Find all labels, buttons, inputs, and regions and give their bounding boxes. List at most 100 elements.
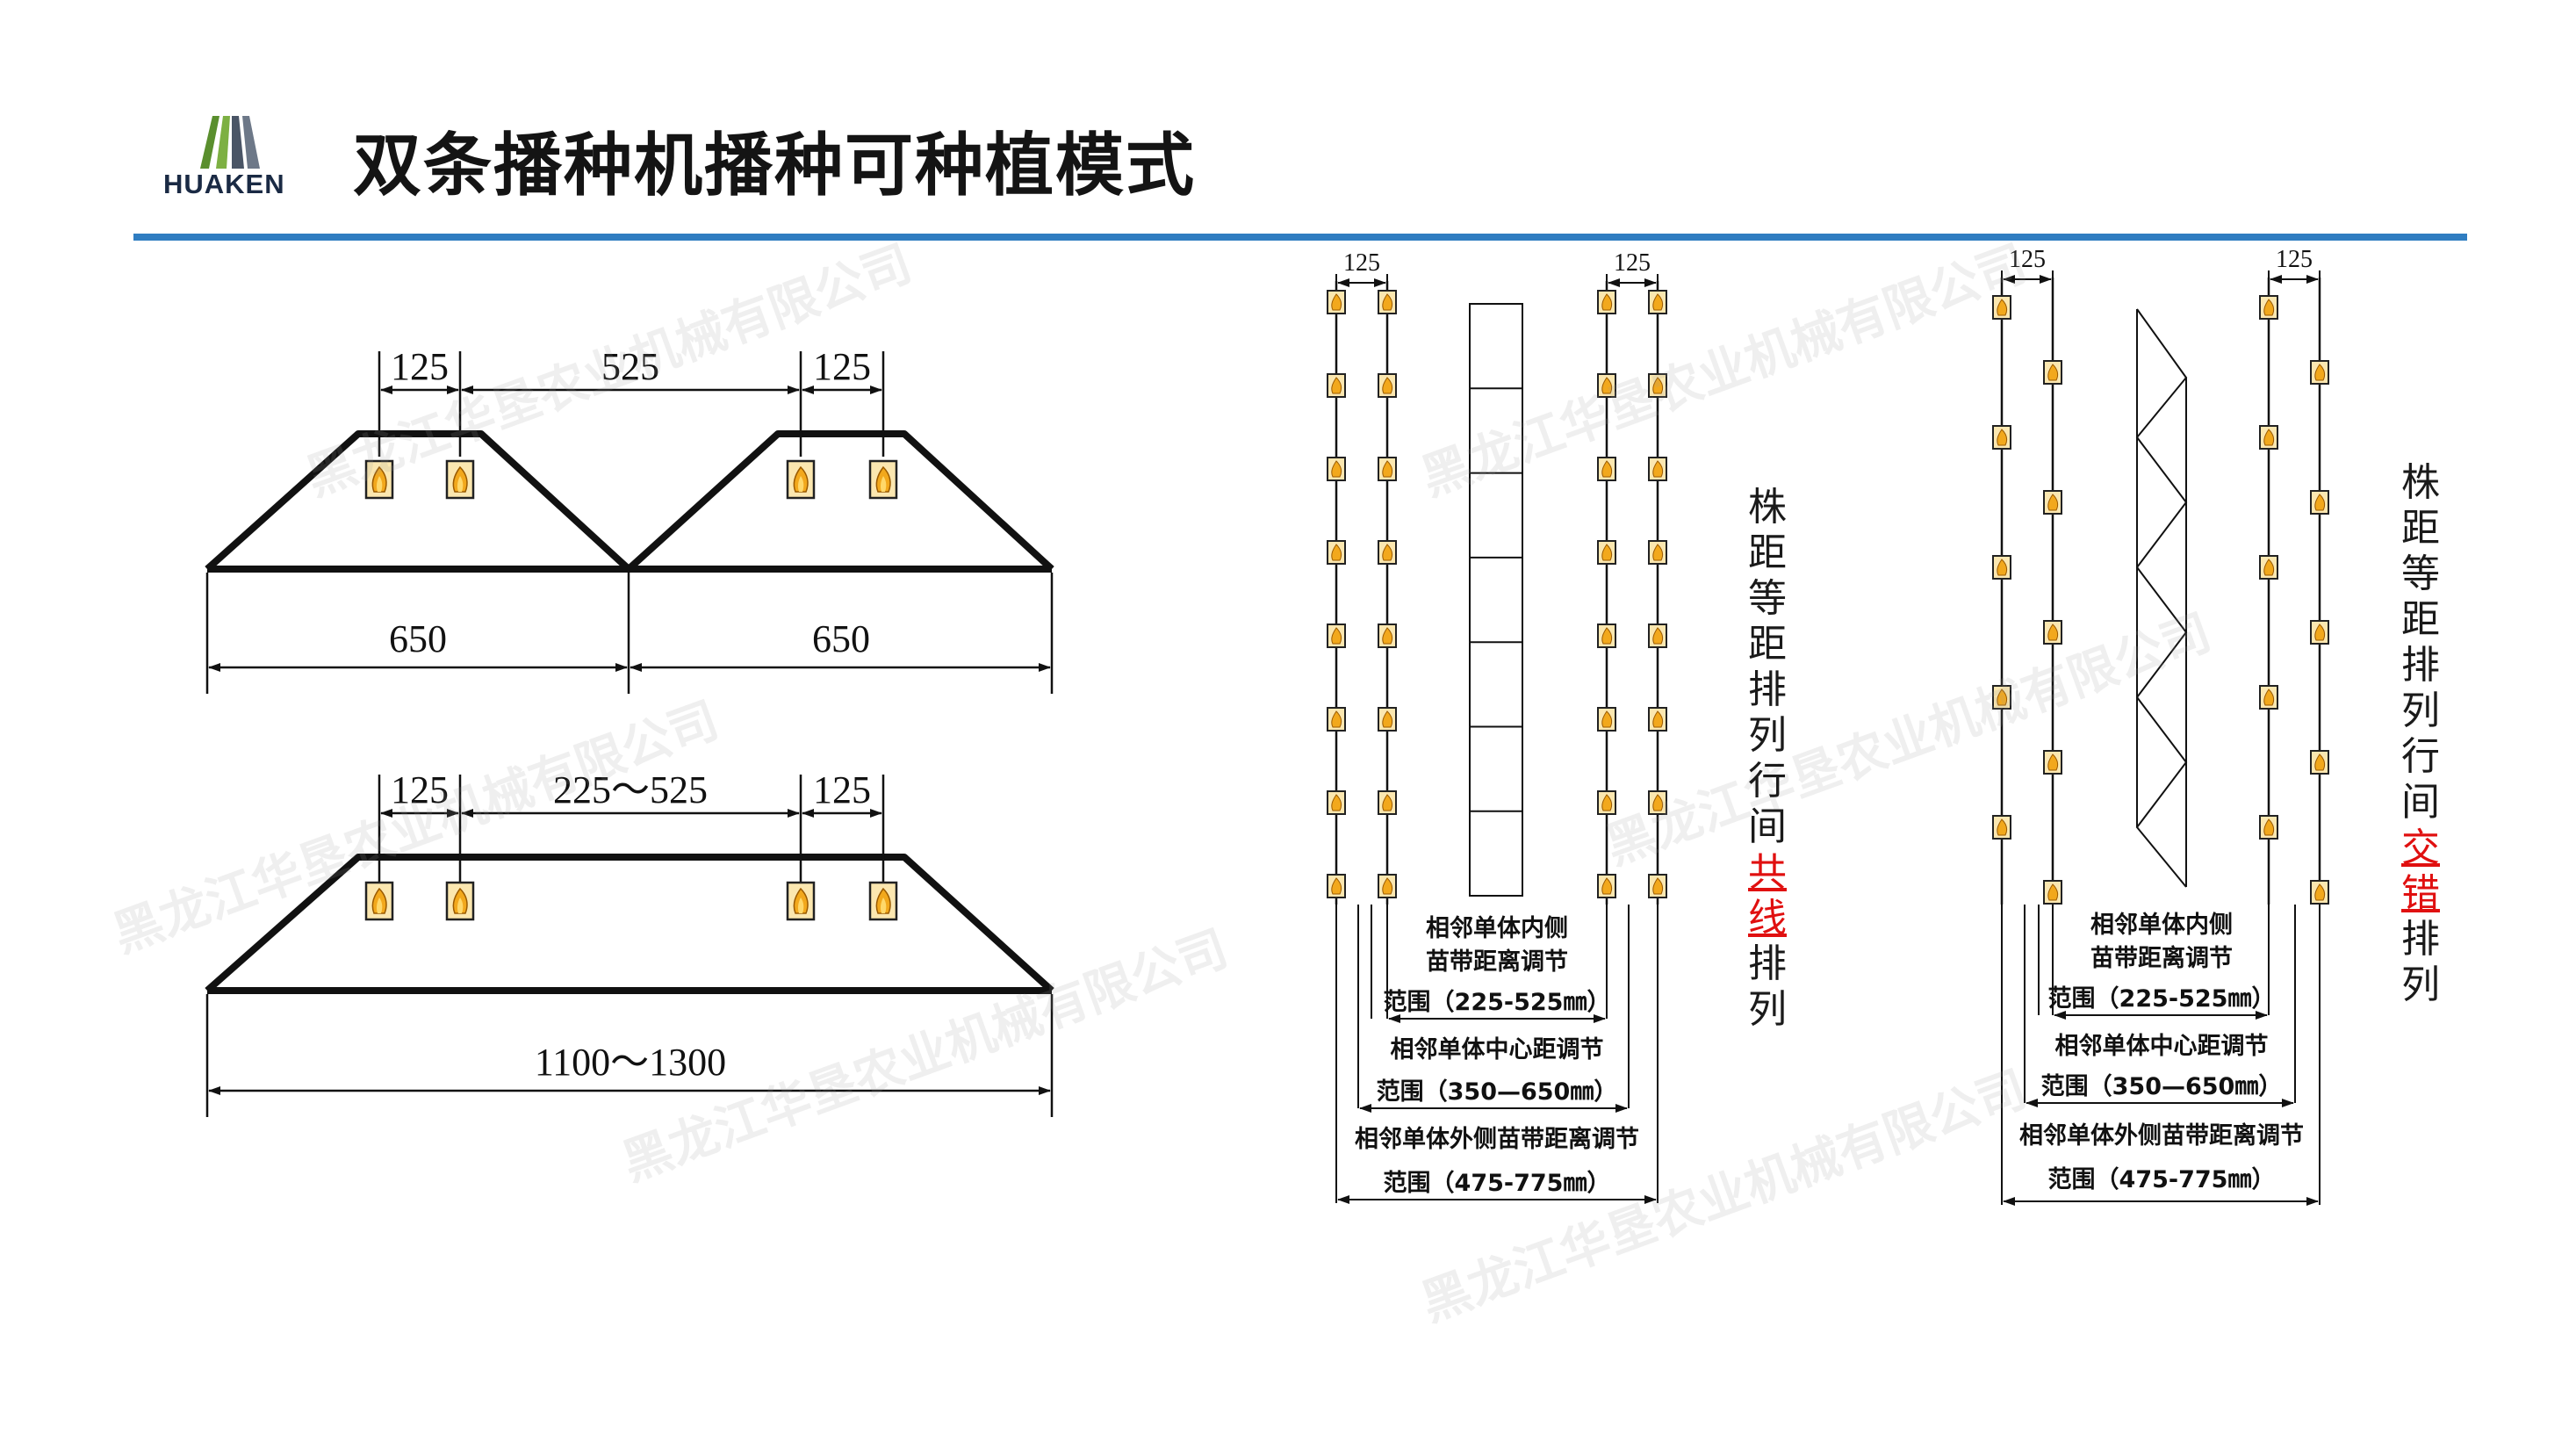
base-label: 650 [812,617,870,660]
side-char: 等 [1748,576,1787,621]
seed-icon [1597,874,1616,898]
zigzag-truss [2135,308,2188,888]
diagram-top-left [205,351,1054,694]
seed-icon [1327,874,1346,898]
dim-label: 125 [813,768,871,811]
side-char: 排 [2401,917,2440,962]
seed-icon [1597,624,1616,648]
seed-icon [2043,750,2062,775]
seed-icon [1992,555,2011,580]
diagram-bottom-left [205,775,1054,1117]
spacing-label: 125 [2276,246,2313,273]
side-char: 排 [1748,941,1787,986]
side-char: 距 [2401,597,2440,642]
page-title: 双条播种机播种可种植模式 [353,126,1197,205]
side-char: 株 [1748,485,1787,530]
caption-inner-line: 苗带距离调节 [2090,944,2233,972]
seed-icon [1648,874,1667,898]
caption-inner-line: 相邻单体内侧 [2090,912,2233,939]
side-char: 列 [1748,713,1787,758]
caption-outer-line: 相邻单体外侧苗带距离调节 [1355,1125,1639,1153]
seed-icon [2310,620,2329,645]
spacing-label: 125 [1614,249,1651,277]
seed-icon [2043,620,2062,645]
seed-icon [1597,290,1616,314]
side-char: 距 [2401,506,2440,551]
seed-icon [2310,360,2329,385]
caption-inner-line: 范围（225-525㎜） [1384,989,1611,1016]
seed-icon [1597,457,1616,481]
seed-icon [1992,815,2011,840]
side-char: 行 [2401,734,2440,779]
seed-icon [2259,425,2278,450]
seed-icon [1327,540,1346,565]
seed-icon [786,881,816,921]
seed-icon [445,459,475,500]
side-char: 行 [1748,759,1787,804]
seed-icon [1648,707,1667,732]
side-char: 列 [2401,688,2440,733]
side-char: 排 [2401,643,2440,688]
seed-icon [2043,490,2062,515]
caption-center-line: 相邻单体中心距调节 [1391,1036,1604,1063]
seed-icon [364,881,394,921]
side-text-staggered: 株 距 等 距 排 列 行 间 交 错 排 列 [2390,460,2451,1008]
seed-icon [1597,540,1616,565]
seed-icon [1378,290,1397,314]
seed-icon [1327,707,1346,732]
seed-icon [1378,874,1397,898]
seed-icon [2310,490,2329,515]
dim-label: 225～525 [553,768,708,811]
logo-text: HUAKEN [163,169,285,199]
seed-icon [2310,880,2329,905]
side-char: 间 [1748,804,1787,849]
seed-icon [1378,790,1397,815]
seed-icon [786,459,816,500]
spacing-label: 125 [2009,246,2046,273]
title-rule [133,234,2467,241]
seed-icon [2259,815,2278,840]
caption-inner-line: 范围（225-525㎜） [2048,985,2276,1013]
side-char: 株 [2401,460,2440,505]
seed-icon [1597,790,1616,815]
seed-icon [2310,750,2329,775]
side-char: 排 [1748,667,1787,712]
seed-icon [2043,360,2062,385]
caption-outer-line: 范围（475-775㎜） [2048,1166,2276,1193]
seed-icon [1378,624,1397,648]
seed-icon [2259,555,2278,580]
seed-icon [1597,707,1616,732]
seed-icon [1378,457,1397,481]
watermark-text: 黑龙江华垦农业机械有限公司 [106,693,725,962]
seed-icon [1648,624,1667,648]
dim-label: 525 [601,345,659,388]
seed-icon [1648,290,1667,314]
seed-icon [1648,457,1667,481]
side-char: 列 [2401,962,2440,1007]
side-char-highlight: 错 [2401,871,2440,916]
caption-inner-line: 相邻单体内侧 [1426,915,1568,942]
seed-icon [2259,295,2278,320]
huaken-logo-icon [200,116,260,169]
dim-label: 125 [391,768,449,811]
seed-icon [868,881,898,921]
seed-icon [1327,373,1346,398]
seed-icon [1378,540,1397,565]
dim-label: 125 [813,345,871,388]
watermark-text: 黑龙江华垦农业机械有限公司 [1414,236,2033,506]
seed-icon [1327,790,1346,815]
spacing-label: 125 [1343,249,1380,277]
seed-icon [445,881,475,921]
seed-icon [1327,457,1346,481]
base-label: 1100～1300 [535,1041,726,1084]
side-char: 列 [1748,987,1787,1032]
caption-center-line: 相邻单体中心距调节 [2055,1033,2269,1060]
panel-staggered [2000,270,2321,1206]
seed-icon [1327,624,1346,648]
caption-outer-line: 相邻单体外侧苗带距离调节 [2019,1121,2304,1150]
caption-center-line: 范围（350—650㎜） [2041,1073,2283,1100]
side-char-highlight: 线 [1748,896,1787,941]
seed-icon [2259,685,2278,710]
